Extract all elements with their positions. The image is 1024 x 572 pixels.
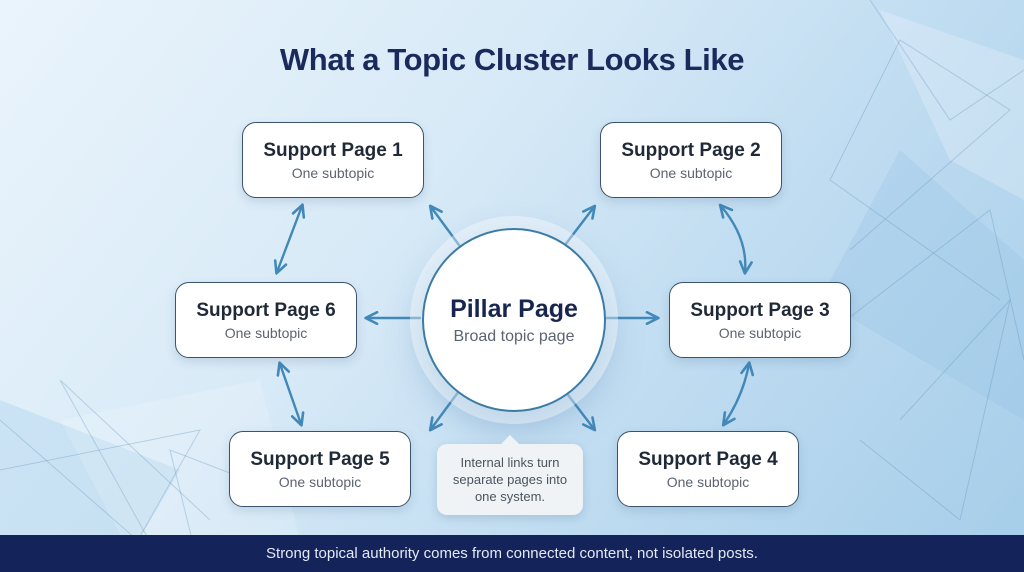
- pillar-page-subtitle: Broad topic page: [453, 327, 575, 345]
- internal-links-callout: Internal links turn separate pages into …: [437, 444, 583, 516]
- support-page-4-card: Support Page 4 One subtopic: [617, 431, 799, 507]
- support-page-1-subtitle: One subtopic: [291, 164, 375, 181]
- support-page-3-card: Support Page 3 One subtopic: [669, 282, 851, 358]
- support-page-4-title: Support Page 4: [638, 448, 778, 470]
- support-page-6-card: Support Page 6 One subtopic: [175, 282, 357, 358]
- support-page-5-subtitle: One subtopic: [278, 473, 362, 490]
- support-page-3-title: Support Page 3: [690, 299, 830, 321]
- support-page-6-subtitle: One subtopic: [224, 324, 308, 341]
- pillar-page-circle: Pillar Page Broad topic page: [422, 228, 606, 412]
- support-page-5-title: Support Page 5: [250, 448, 390, 470]
- support-page-2-title: Support Page 2: [621, 139, 761, 161]
- support-page-1-card: Support Page 1 One subtopic: [242, 122, 424, 198]
- footer-bar: Strong topical authority comes from conn…: [0, 535, 1024, 572]
- footer-text: Strong topical authority comes from conn…: [266, 545, 758, 562]
- support-page-2-card: Support Page 2 One subtopic: [600, 122, 782, 198]
- support-page-3-subtitle: One subtopic: [718, 324, 802, 341]
- support-page-2-subtitle: One subtopic: [649, 164, 733, 181]
- support-page-6-title: Support Page 6: [196, 299, 336, 321]
- pillar-page-title: Pillar Page: [450, 294, 578, 323]
- support-page-5-card: Support Page 5 One subtopic: [229, 431, 411, 507]
- support-page-1-title: Support Page 1: [263, 139, 403, 161]
- page-title: What a Topic Cluster Looks Like: [279, 42, 745, 77]
- support-page-4-subtitle: One subtopic: [666, 473, 750, 490]
